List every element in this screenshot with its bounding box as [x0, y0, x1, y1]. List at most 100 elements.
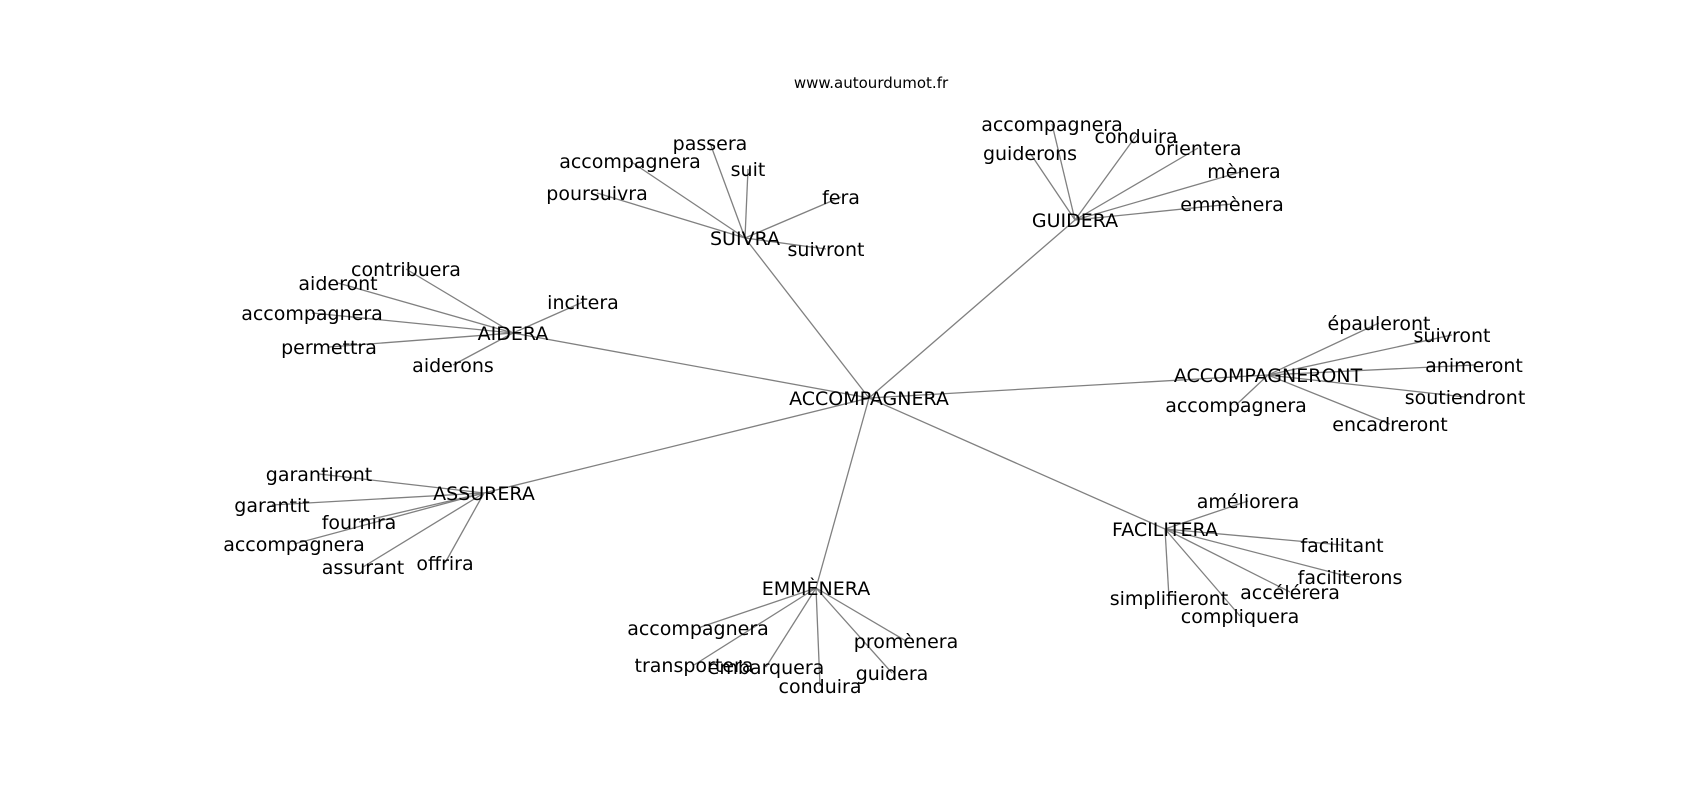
- edge-cluster-leaf: [744, 168, 749, 239]
- edge-cluster-leaf: [362, 492, 485, 568]
- leaf-word[interactable]: guidera: [856, 663, 929, 685]
- edge-root-cluster: [868, 397, 1166, 530]
- edge-cluster-leaf: [1074, 135, 1137, 221]
- leaf-word[interactable]: aideront: [298, 273, 377, 295]
- edge-cluster-leaf: [512, 301, 584, 334]
- leaf-word[interactable]: emmènera: [1180, 194, 1284, 216]
- root-word[interactable]: ACCOMPAGNERA: [789, 388, 949, 410]
- edge-cluster-leaf: [744, 196, 842, 239]
- edge-cluster-leaf: [1074, 203, 1233, 221]
- site-url: www.autourdumot.fr: [794, 74, 949, 92]
- leaf-word[interactable]: passera: [673, 133, 748, 155]
- edge-cluster-leaf: [1074, 170, 1245, 221]
- leaf-word[interactable]: incitera: [547, 292, 619, 314]
- edge-root-cluster: [868, 219, 1076, 399]
- leaf-word[interactable]: accompagnera: [223, 534, 365, 556]
- edge-cluster-leaf: [1164, 500, 1249, 530]
- cluster-word[interactable]: EMMÈNERA: [762, 577, 870, 600]
- edge-root-cluster: [744, 237, 870, 399]
- leaf-word[interactable]: permettra: [281, 337, 377, 359]
- leaf-word[interactable]: conduira: [779, 676, 862, 698]
- edge-cluster-leaf: [1164, 528, 1351, 578]
- edge-cluster-leaf: [1164, 528, 1170, 599]
- edge-cluster-leaf: [1267, 374, 1466, 398]
- leaf-word[interactable]: encadreront: [1332, 414, 1447, 436]
- edge-cluster-leaf: [1267, 322, 1380, 376]
- edge-cluster-leaf: [452, 332, 514, 366]
- leaf-word[interactable]: offrira: [416, 553, 473, 575]
- edge-cluster-leaf: [815, 587, 907, 642]
- leaf-word[interactable]: accompagnera: [627, 618, 769, 640]
- edge-cluster-leaf: [271, 492, 485, 506]
- edge-cluster-leaf: [815, 587, 893, 674]
- edge-cluster-leaf: [318, 473, 485, 494]
- cluster-word[interactable]: GUIDERA: [1032, 210, 1118, 232]
- edge-cluster-leaf: [709, 142, 746, 239]
- leaf-word[interactable]: embarquera: [708, 657, 825, 679]
- edge-cluster-leaf: [1164, 528, 1343, 546]
- leaf-word[interactable]: épauleront: [1328, 313, 1431, 335]
- leaf-word[interactable]: guiderons: [983, 143, 1077, 165]
- leaf-word[interactable]: assurant: [322, 557, 404, 579]
- leaf-word[interactable]: accélérera: [1240, 582, 1340, 604]
- leaf-word[interactable]: transportera: [635, 655, 754, 677]
- leaf-word[interactable]: garantiront: [266, 464, 372, 486]
- edge-cluster-leaf: [765, 587, 817, 668]
- leaf-word[interactable]: aiderons: [412, 355, 494, 377]
- cluster-word[interactable]: SUIVRA: [710, 228, 780, 250]
- leaf-word[interactable]: fournira: [322, 512, 397, 534]
- leaf-word[interactable]: accompagnera: [1165, 395, 1307, 417]
- edge-cluster-leaf: [444, 492, 485, 564]
- edge-cluster-leaf: [1051, 123, 1076, 221]
- cluster-word[interactable]: AIDERA: [478, 323, 549, 345]
- edge-root-cluster: [483, 397, 870, 494]
- edge-cluster-leaf: [596, 192, 746, 239]
- cluster-word[interactable]: ACCOMPAGNERONT: [1174, 365, 1363, 387]
- edge-cluster-leaf: [328, 332, 514, 348]
- leaf-word[interactable]: promènera: [854, 631, 958, 653]
- edge-root-cluster: [512, 332, 870, 399]
- leaf-word[interactable]: accompagnera: [241, 303, 383, 325]
- edge-cluster-leaf: [405, 268, 514, 334]
- edge-cluster-leaf: [1074, 147, 1199, 221]
- edge-cluster-leaf: [1029, 152, 1076, 221]
- leaf-word[interactable]: animeront: [1425, 355, 1523, 377]
- leaf-word[interactable]: soutiendront: [1405, 387, 1526, 409]
- edge-cluster-leaf: [1267, 374, 1391, 425]
- leaf-word[interactable]: facilitant: [1300, 535, 1383, 557]
- edge-cluster-leaf: [1164, 528, 1291, 593]
- leaf-word[interactable]: conduira: [1095, 126, 1178, 148]
- leaf-word[interactable]: compliquera: [1181, 606, 1299, 628]
- leaf-word[interactable]: suit: [731, 159, 766, 181]
- edge-cluster-leaf: [1267, 334, 1453, 376]
- edge-cluster-leaf: [815, 587, 821, 687]
- leaf-word[interactable]: garantit: [234, 495, 309, 517]
- cluster-word[interactable]: FACILITERA: [1112, 519, 1218, 541]
- edge-cluster-leaf: [693, 587, 817, 666]
- edge-cluster-leaf: [1235, 374, 1269, 406]
- edge-cluster-leaf: [744, 237, 827, 250]
- leaf-word[interactable]: améliorera: [1197, 491, 1300, 513]
- leaf-word[interactable]: suivront: [788, 239, 865, 261]
- leaf-word[interactable]: fera: [822, 187, 860, 209]
- leaf-word[interactable]: simplifieront: [1110, 588, 1228, 610]
- edge-cluster-leaf: [1164, 528, 1241, 617]
- edge-cluster-leaf: [311, 312, 514, 334]
- leaf-word[interactable]: orientera: [1154, 138, 1241, 160]
- leaf-word[interactable]: accompagnera: [559, 151, 701, 173]
- edge-cluster-leaf: [293, 492, 485, 545]
- leaf-word[interactable]: contribuera: [351, 259, 461, 281]
- edge-cluster-leaf: [337, 282, 514, 334]
- leaf-word[interactable]: suivront: [1414, 325, 1491, 347]
- cluster-word[interactable]: ASSURERA: [433, 483, 535, 505]
- edge-root-cluster: [868, 374, 1269, 399]
- leaf-word[interactable]: mènera: [1207, 161, 1280, 183]
- edge-cluster-leaf: [358, 492, 485, 523]
- leaf-word[interactable]: faciliterons: [1298, 567, 1403, 589]
- edge-cluster-leaf: [697, 587, 817, 629]
- leaf-word[interactable]: poursuivra: [546, 183, 647, 205]
- leaf-word[interactable]: accompagnera: [981, 114, 1123, 136]
- edge-cluster-leaf: [1267, 364, 1475, 376]
- edge-root-cluster: [815, 397, 870, 589]
